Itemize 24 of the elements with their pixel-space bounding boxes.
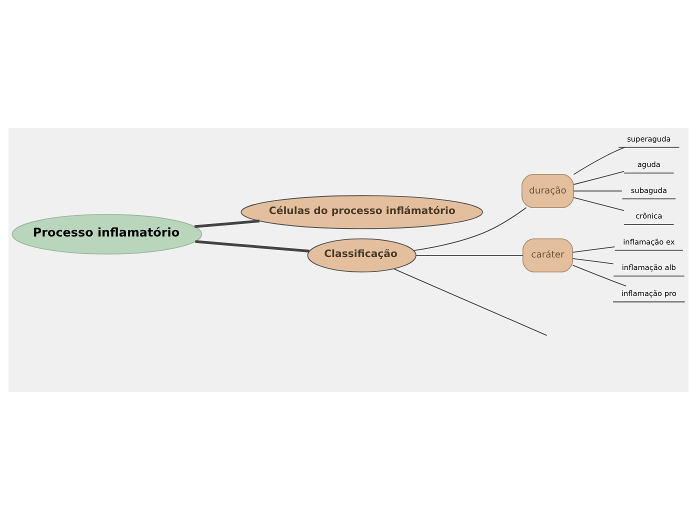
connector — [416, 254, 524, 256]
connector — [573, 190, 622, 192]
node-ellipse: Processo inflamatório — [12, 214, 202, 254]
node-text: aguda — [637, 160, 660, 169]
connector — [572, 258, 614, 264]
connector — [573, 146, 626, 175]
node-text: superaguda — [627, 134, 671, 144]
node-text: subaguda — [630, 186, 667, 195]
node-box: caráter — [522, 238, 574, 272]
connector — [572, 264, 627, 287]
connector — [573, 171, 624, 185]
node-text: inflamação ex — [623, 237, 675, 246]
connector — [572, 246, 616, 253]
connector — [195, 240, 310, 252]
connector — [394, 268, 548, 336]
node-text: inflamação alb — [622, 263, 676, 272]
connector — [573, 197, 624, 211]
connector — [413, 207, 527, 251]
connector — [194, 220, 260, 228]
node-text: crônica — [636, 212, 662, 221]
node-text: inflamação pro — [621, 288, 676, 298]
node-ellipse: Células do processo inflámatório — [240, 195, 483, 230]
node-ellipse: Classificação — [307, 238, 416, 272]
node-box: duração — [522, 174, 574, 208]
